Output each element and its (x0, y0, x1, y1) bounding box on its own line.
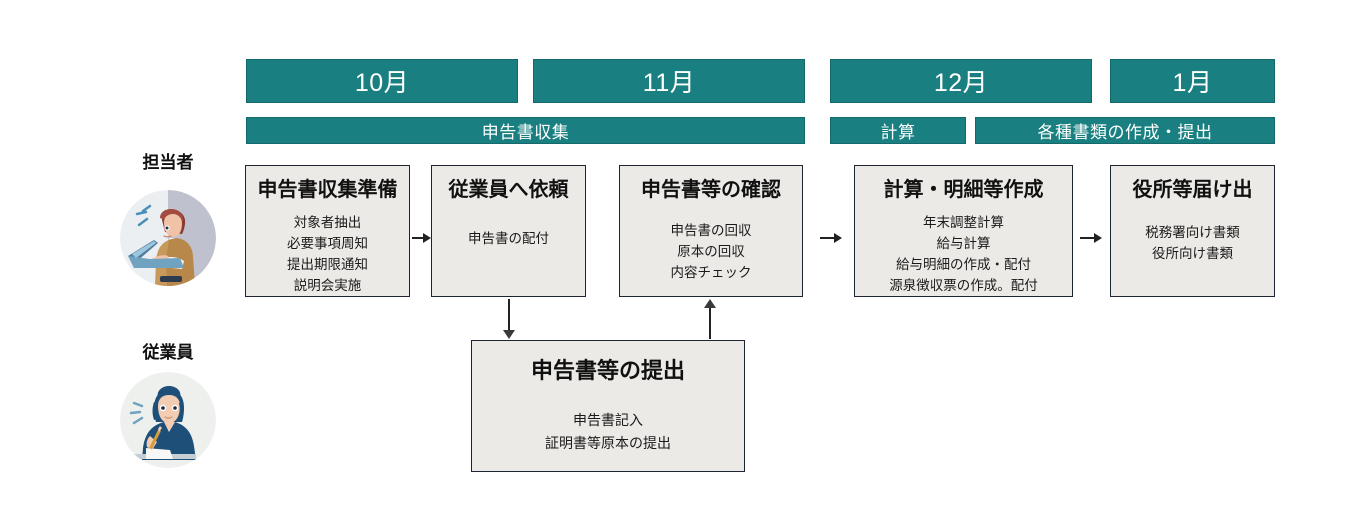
month-bar-january: 1月 (1110, 59, 1275, 103)
step-lines: 対象者抽出 必要事項周知 提出期限通知 説明会実施 (287, 213, 368, 297)
employee-step-box[interactable]: 申告書等の提出 申告書記入 証明書等原本の提出 (471, 340, 745, 472)
step-line: 申告書記入 (573, 411, 643, 428)
step-title: 申告書等の提出 (530, 358, 685, 383)
step-lines: 年末調整計算 給与計算 給与明細の作成・配付 源泉徴収票の作成。配付 (889, 213, 1038, 297)
step-lines: 申告書の配付 (468, 229, 549, 250)
step-lines: 申告書記入 証明書等原本の提出 (545, 409, 671, 457)
month-bar-november: 11月 (533, 59, 805, 103)
step-line: 提出期限通知 (287, 256, 368, 272)
step-title: 従業員へ依頼 (448, 179, 569, 201)
step-line: 内容チェック (670, 264, 752, 280)
month-label: 10月 (354, 69, 410, 97)
phase-bar-collection: 申告書収集 (246, 117, 805, 144)
month-label: 11月 (642, 69, 696, 97)
lane-label-text: 担当者 (142, 153, 194, 172)
step-line: 申告書の配付 (468, 231, 549, 246)
step-title: 計算・明細等作成 (883, 179, 1044, 201)
step-line: 源泉徴収票の作成。配付 (889, 277, 1038, 293)
arrow-up-from-employee-step (703, 299, 717, 339)
step-title: 役所等届け出 (1132, 179, 1253, 201)
phase-bar-documents: 各種書類の作成・提出 (975, 117, 1275, 144)
step-box-4[interactable]: 計算・明細等作成 年末調整計算 給与計算 給与明細の作成・配付 源泉徴収票の作成… (854, 165, 1073, 297)
step-lines: 申告書の回収 原本の回収 内容チェック (671, 221, 752, 284)
month-label: 1月 (1172, 69, 1213, 97)
step-lines: 税務署向け書類 役所向け書類 (1145, 223, 1240, 265)
arrow-step4-to-step5 (1080, 231, 1102, 245)
step-line: 原本の回収 (677, 243, 745, 259)
step-title: 申告書等の確認 (641, 179, 781, 201)
arrow-step1-to-step2 (412, 231, 431, 245)
step-box-3[interactable]: 申告書等の確認 申告書の回収 原本の回収 内容チェック (619, 165, 803, 297)
step-line: 年末調整計算 (923, 215, 1004, 230)
lane-label-person-in-charge: 担当者 (98, 148, 238, 173)
month-label: 12月 (933, 69, 989, 97)
arrow-step3-to-step4 (820, 231, 842, 245)
phase-label: 申告書収集 (481, 123, 570, 142)
step-box-1[interactable]: 申告書収集準備 対象者抽出 必要事項周知 提出期限通知 説明会実施 (245, 165, 410, 297)
lane-label-text: 従業員 (142, 343, 194, 362)
step-title: 申告書収集準備 (257, 179, 398, 201)
step-line: 給与計算 (936, 235, 991, 251)
phase-bar-calculation: 計算 (830, 117, 966, 144)
step-line: 給与明細の作成・配付 (896, 256, 1031, 272)
phase-label: 各種書類の作成・提出 (1037, 123, 1213, 142)
step-line: 必要事項周知 (287, 235, 368, 251)
lane-label-employee: 従業員 (98, 338, 238, 363)
step-line: 税務署向け書類 (1145, 225, 1240, 240)
phase-label: 計算 (880, 123, 916, 142)
person-at-laptop-avatar (120, 190, 216, 286)
person-writing-avatar (120, 372, 216, 468)
step-box-5[interactable]: 役所等届け出 税務署向け書類 役所向け書類 (1110, 165, 1275, 297)
step-line: 説明会実施 (293, 277, 362, 293)
month-bar-october: 10月 (246, 59, 518, 103)
step-line: 証明書等原本の提出 (545, 435, 671, 452)
step-line: 申告書の回収 (670, 223, 752, 238)
step-line: 役所向け書類 (1152, 245, 1233, 261)
step-line: 対象者抽出 (293, 215, 362, 230)
step-box-2[interactable]: 従業員へ依頼 申告書の配付 (431, 165, 586, 297)
arrow-down-to-employee-step (502, 299, 516, 339)
month-bar-december: 12月 (830, 59, 1092, 103)
